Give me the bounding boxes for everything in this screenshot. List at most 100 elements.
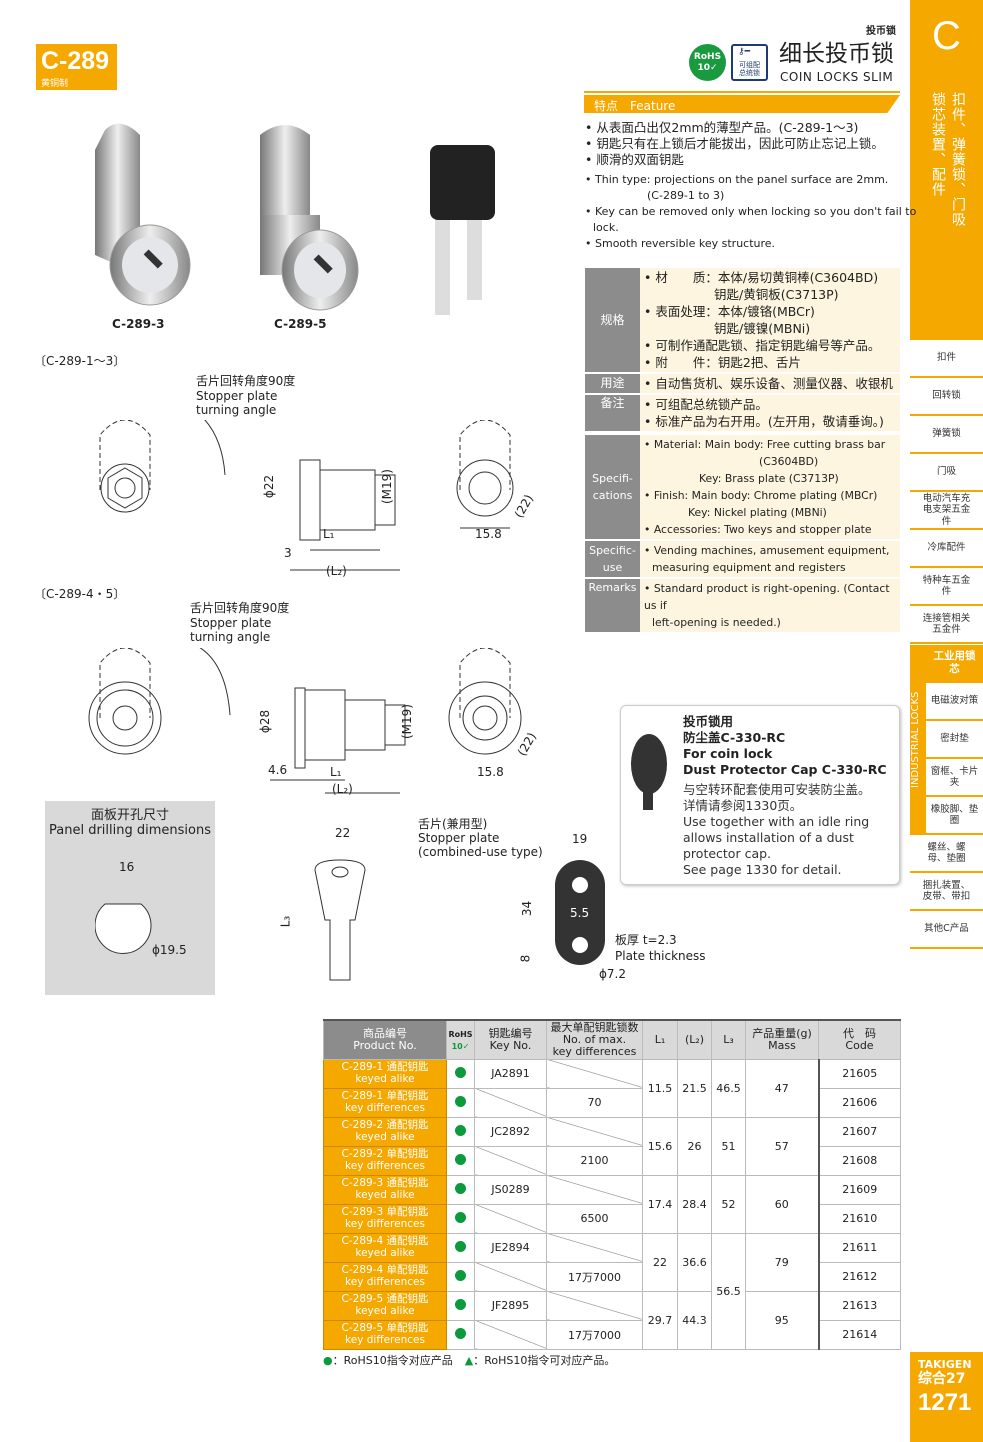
dim-4-6: 4.6 [268,763,288,777]
l3: 51 [711,1116,746,1176]
section-title-right: 扣件、弹簧锁、门吸 [950,92,966,227]
key-drawing [314,859,366,981]
photo-label-c289-3: C-289-3 [112,317,165,331]
drawing-c289-1-3 [99,420,514,571]
legend-can-comply: ▲：RoHS10指令可对应产品。 [464,1354,616,1367]
panel-title-cn: 面板开孔尺寸 [90,808,169,823]
column-header: L₁ [642,1019,678,1060]
use-label-en: Specific-use [585,540,640,579]
rohs-dot-icon [455,1327,466,1339]
sidebar-item-label: 回转锁 [932,390,961,402]
stopper-angle-en1: Stopper plate [196,389,278,403]
rohs-status [446,1232,475,1263]
dim-phi7-2: ϕ7.2 [599,967,626,981]
sidebar-item[interactable]: 窗框、卡片夹 [926,759,983,797]
sidebar-item-label: 密封垫 [940,733,969,745]
sidebar-item[interactable]: 连接管相关五金件 [910,606,983,644]
plate-label-en1: Stopper plate [418,831,500,845]
feature-en-1b: (C-289-1 to 3) [647,189,725,202]
sidebar-item-label: 窗框、卡片夹 [930,765,979,788]
dim-l3: L₃ [278,915,293,928]
footer-brand: TAKIGEN [918,1358,972,1371]
key-no [474,1203,547,1234]
feature-en-1: • Thin type: projections on the panel su… [585,173,889,186]
key-no: JA2891 [474,1058,547,1089]
photo-c289-5 [260,125,359,311]
key-no [474,1319,547,1350]
plate-label-cn: 舌片(兼用型) [418,817,488,831]
rohs-status [446,1116,475,1147]
stopper-angle-en2-2: turning angle [190,630,271,644]
code: 21614 [817,1319,901,1350]
dim-m19: (M19) [380,469,394,504]
dust-cap-icon [631,734,667,810]
industrial-locks-strip: INDUSTRIAL LOCKS [910,645,926,835]
l2: 26 [677,1116,712,1176]
stopper-angle-en1-2: Stopper plate [190,616,272,630]
code: 21613 [817,1290,901,1321]
max-key-differences: 17万7000 [546,1319,643,1350]
feature-en-3: • Smooth reversible key structure. [585,237,776,250]
dim-l1: L₁ [323,527,335,541]
l2: 36.6 [677,1232,712,1292]
sidebar-item[interactable]: 扣件 [910,340,983,378]
model-badge: C-289 黄铜制 [36,44,117,90]
sidebar-item-label: 弹簧锁 [932,428,961,440]
dim-19: 19 [572,832,588,846]
panel-drilling-box: 面板开孔尺寸 Panel drilling dimensions 16 ϕ19.… [45,801,215,995]
category-small: 投币锁 [866,26,896,37]
feature-list: • 从表面凸出仅2mm的薄型产品。(C-289-1～3) • 钥匙只有在上锁后才… [585,120,916,252]
max-key-differences [546,1058,643,1089]
key-no [474,1261,547,1292]
dim-key-22: 22 [335,826,351,840]
sidebar-item-label: 橡胶脚、垫圈 [930,803,979,826]
dim-l1-2: L₁ [330,765,342,779]
sidebar-item[interactable]: 工业用锁芯 [926,645,983,683]
sidebar-item[interactable]: 回转锁 [910,378,983,416]
mass: 95 [745,1290,819,1350]
sidebar-item[interactable]: 特种车五金件 [910,568,983,606]
key-no [474,1145,547,1176]
dim-l2: (L₂) [326,564,347,578]
l2: 44.3 [677,1290,712,1350]
code: 21605 [817,1058,901,1089]
key-no: JE2894 [474,1232,547,1263]
sidebar-item[interactable]: 其他C产品 [910,911,983,949]
plate-thickness-cn: 板厚 t=2.3 [615,933,677,947]
photo-c289-3 [95,123,191,306]
feature-cn-3: • 顺滑的双面钥匙 [585,152,684,167]
dim-phi19-5: ϕ19.5 [152,943,187,957]
use-label: 用途 [585,373,640,395]
rohs-status [446,1087,475,1118]
sidebar-item[interactable]: 门吸 [910,454,983,492]
sidebar-item[interactable]: 弹簧锁 [910,416,983,454]
plate-thickness-en: Plate thickness [615,949,706,963]
sidebar-item-label: 电动汽车充电支架五金件 [922,492,971,527]
sidebar-item-label: 连接管相关五金件 [922,612,971,635]
rohs-status [446,1058,475,1089]
rohs-dot-icon [455,1153,466,1165]
sidebar-item[interactable]: 捆扎装置、皮带、带扣 [910,873,983,911]
sidebar-item[interactable]: 冷库配件 [910,530,983,568]
sidebar-item[interactable]: 电磁波对策 [926,683,983,721]
l2: 21.5 [677,1058,712,1118]
sidebar-item[interactable]: 密封垫 [926,721,983,759]
rohs-dot-icon [455,1211,466,1223]
sidebar-item[interactable]: 电动汽车充电支架五金件 [910,492,983,530]
spec-label: 规格 [585,268,640,374]
spec-table-en: Specifi-cations • Material: Main body: F… [585,435,900,634]
sidebar-item[interactable]: 橡胶脚、垫圈 [926,797,983,835]
sidebar-item[interactable]: 螺丝、螺母、垫圈 [910,835,983,873]
industrial-locks-label: INDUSTRIAL LOCKS [910,691,921,789]
rohs-dot-icon [455,1298,466,1310]
